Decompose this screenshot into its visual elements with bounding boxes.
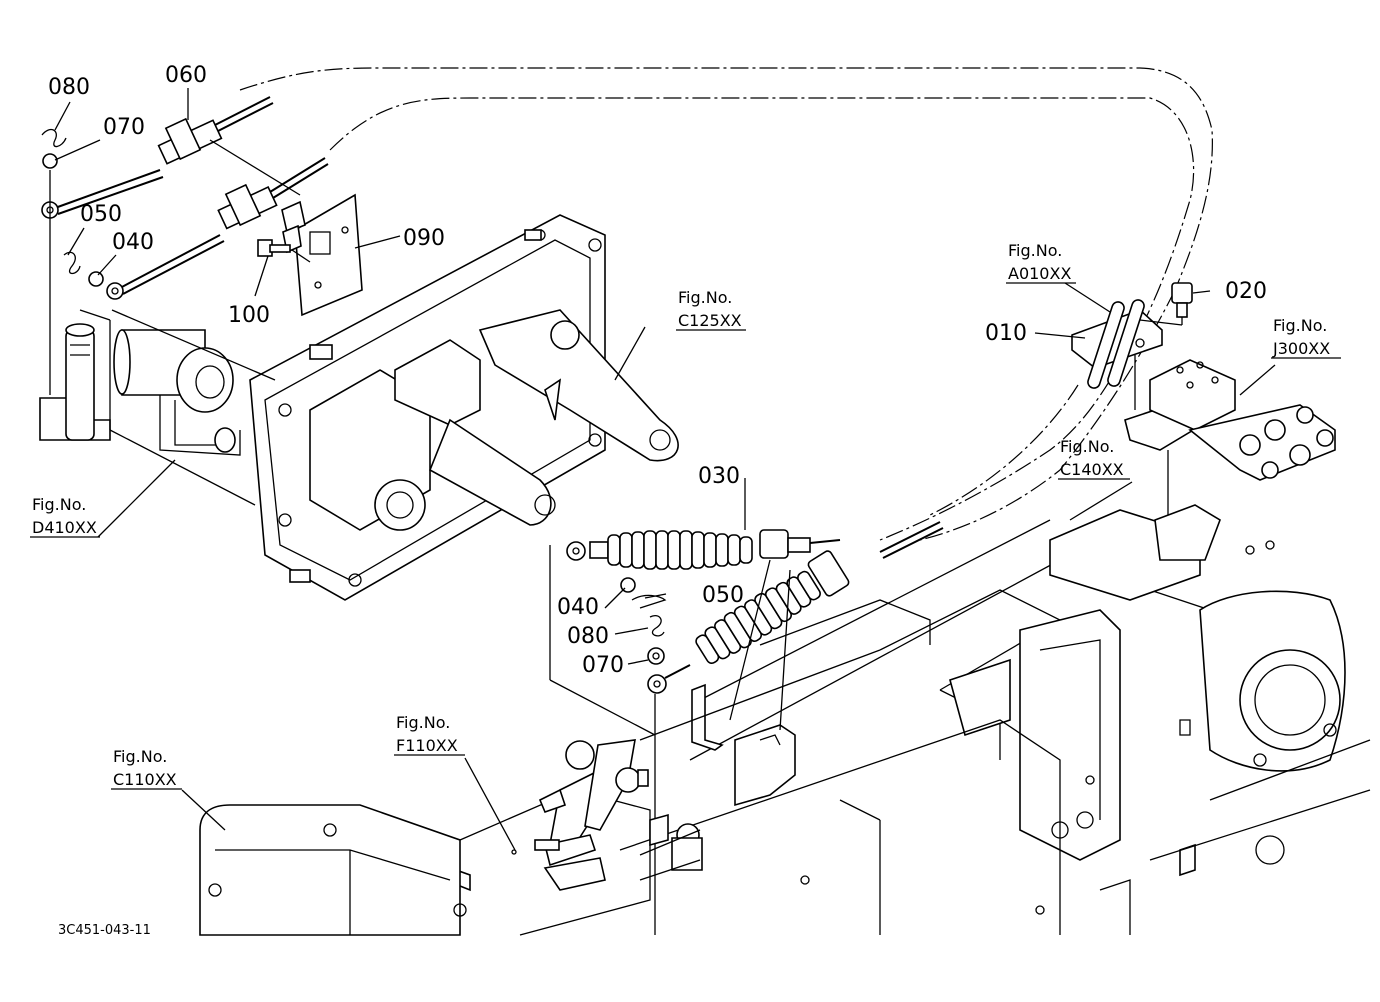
part-label-080-lower[interactable]: 080 (567, 624, 609, 649)
housing (249, 214, 679, 601)
svg-text:Fig.No.: Fig.No. (396, 713, 450, 732)
clamp-assembly (1071, 282, 1193, 410)
part-label-090[interactable]: 090 (403, 226, 445, 251)
figure-ref-c125[interactable]: Fig.No. C125XX (676, 288, 746, 331)
svg-text:C110XX: C110XX (113, 770, 177, 789)
part-label-080-upper[interactable]: 080 (48, 75, 90, 100)
lower-housing (199, 804, 467, 936)
figure-references: Fig.No. D410XX Fig.No. C125XX Fig.No. A0… (30, 241, 1341, 790)
svg-text:Fig.No.: Fig.No. (32, 495, 86, 514)
leader-lines (54, 88, 1276, 851)
part-label-070-lower[interactable]: 070 (582, 653, 624, 678)
figure-ref-d410[interactable]: Fig.No. D410XX (30, 495, 100, 538)
part-label-060[interactable]: 060 (165, 63, 207, 88)
svg-text:D410XX: D410XX (32, 518, 97, 537)
diagram-code: 3C451-043-11 (58, 923, 151, 938)
svg-text:F110XX: F110XX (396, 736, 458, 755)
part-label-040-upper[interactable]: 040 (112, 230, 154, 255)
shaft-assembly (39, 309, 256, 506)
svg-text:C125XX: C125XX (678, 311, 742, 330)
svg-text:Fig.No.: Fig.No. (678, 288, 732, 307)
lower-frame (619, 504, 1371, 935)
part-label-050-lower[interactable]: 050 (702, 583, 744, 608)
upper-cable-assembly (41, 96, 363, 395)
part-label-010[interactable]: 010 (985, 321, 1027, 346)
center-cable-030 (549, 521, 944, 935)
svg-text:Fig.No.: Fig.No. (1060, 437, 1114, 456)
svg-text:Fig.No.: Fig.No. (1008, 241, 1062, 260)
valve-block (1124, 359, 1336, 585)
svg-text:J300XX: J300XX (1272, 339, 1330, 358)
cylinder (111, 309, 276, 456)
bellows-lower (695, 550, 850, 665)
part-label-030[interactable]: 030 (698, 464, 740, 489)
figure-ref-j300[interactable]: Fig.No. J300XX (1271, 316, 1341, 359)
svg-text:C140XX: C140XX (1060, 460, 1124, 479)
part-label-050-upper[interactable]: 050 (80, 202, 122, 227)
pedal-linkage (399, 739, 703, 936)
figure-ref-c110[interactable]: Fig.No. C110XX (111, 747, 182, 790)
part-label-070-upper[interactable]: 070 (103, 115, 145, 140)
part-label-100[interactable]: 100 (228, 303, 270, 328)
figure-ref-a010[interactable]: Fig.No. A010XX (1006, 241, 1076, 284)
bellows-upper (607, 530, 753, 570)
part-label-040-lower[interactable]: 040 (557, 595, 599, 620)
svg-text:Fig.No.: Fig.No. (1273, 316, 1327, 335)
svg-text:Fig.No.: Fig.No. (113, 747, 167, 766)
svg-text:A010XX: A010XX (1008, 264, 1071, 283)
part-label-020[interactable]: 020 (1225, 279, 1267, 304)
figure-ref-c140[interactable]: Fig.No. C140XX (1058, 437, 1130, 480)
figure-ref-f110[interactable]: Fig.No. F110XX (394, 713, 465, 756)
part-labels: 080 060 070 050 040 090 100 030 040 050 … (48, 63, 1267, 678)
